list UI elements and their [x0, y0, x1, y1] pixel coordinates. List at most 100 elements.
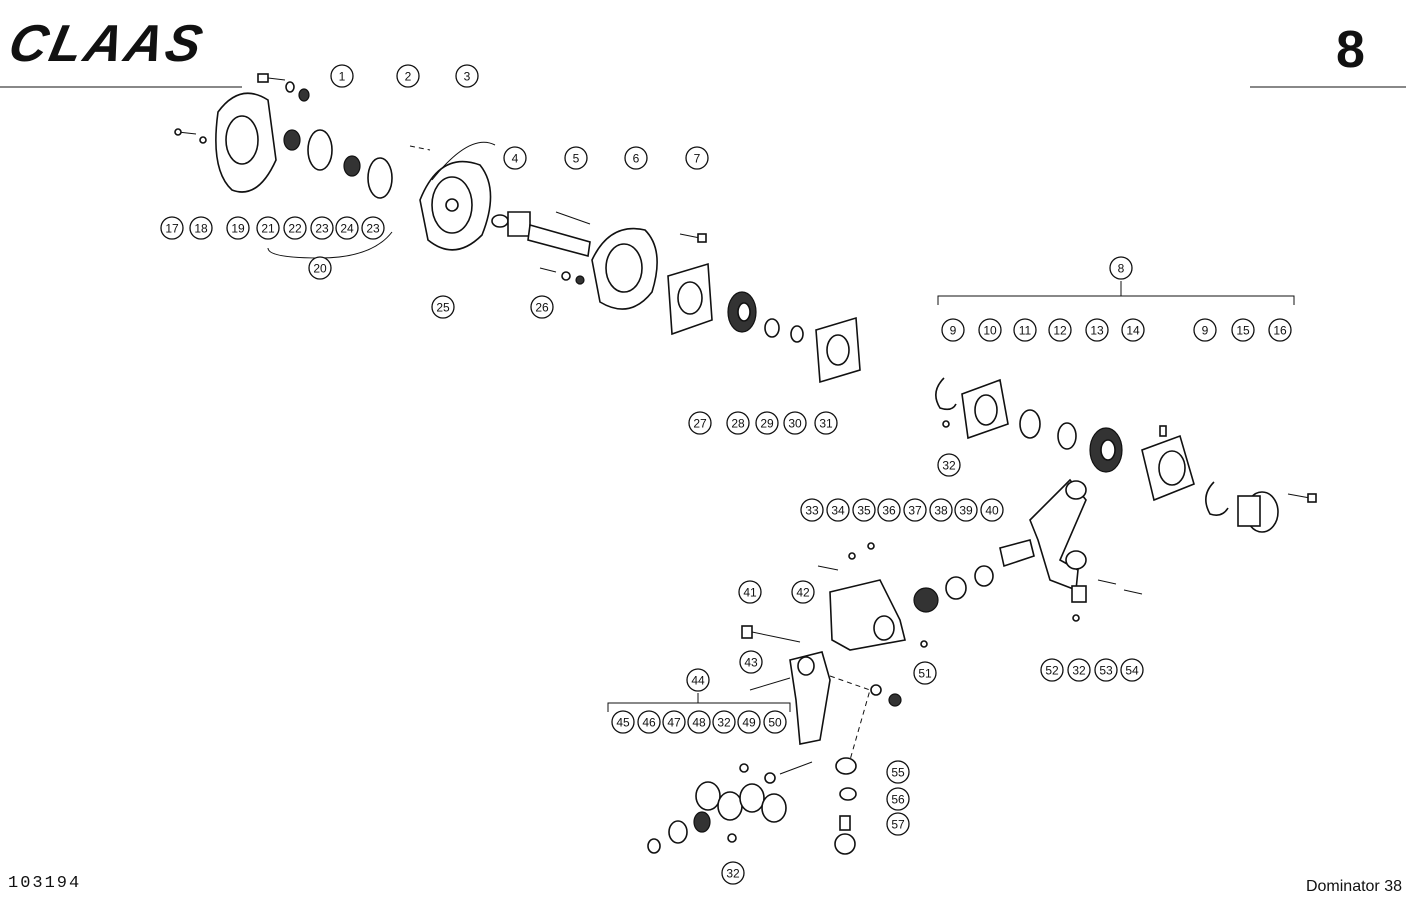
flange-23a [307, 129, 333, 171]
linkage-path [829, 675, 871, 761]
callout-30: 30 [783, 411, 807, 435]
grease-nipple-32a [942, 420, 950, 428]
svg-text:38: 38 [934, 504, 948, 518]
roller-46 [668, 820, 688, 844]
nut-35 [867, 542, 875, 550]
callout-54: 54 [1120, 658, 1144, 682]
callout-32: 32 [712, 710, 736, 734]
ball-joint-57 [834, 815, 856, 855]
svg-text:32: 32 [726, 867, 740, 881]
svg-text:43: 43 [744, 656, 758, 670]
svg-text:51: 51 [918, 667, 932, 681]
svg-text:20: 20 [313, 262, 327, 276]
callout-37: 37 [903, 498, 927, 522]
svg-text:47: 47 [667, 716, 681, 730]
svg-text:56: 56 [891, 793, 905, 807]
callout-29: 29 [755, 411, 779, 435]
callout-27: 27 [688, 411, 712, 435]
svg-text:35: 35 [857, 504, 871, 518]
bolt-33 [817, 565, 839, 571]
svg-text:12: 12 [1053, 324, 1067, 338]
washer-1 [285, 81, 295, 93]
svg-text:19: 19 [231, 222, 245, 236]
page-number: 8 [1336, 21, 1365, 79]
pin-53 [1097, 579, 1117, 585]
svg-text:18: 18 [194, 222, 208, 236]
ring-39 [974, 565, 994, 587]
ball-bearing-28 [727, 291, 757, 333]
washer-42 [870, 684, 882, 696]
callout-9: 9 [941, 318, 965, 342]
washer-56 [839, 787, 857, 801]
end-cap-15 [1237, 491, 1279, 533]
callout-2: 2 [396, 64, 420, 88]
callout-35: 35 [852, 498, 876, 522]
svg-text:57: 57 [891, 818, 905, 832]
callout-9: 9 [1193, 318, 1217, 342]
svg-text:33: 33 [805, 504, 819, 518]
svg-text:52: 52 [1045, 664, 1059, 678]
svg-text:55: 55 [891, 766, 905, 780]
svg-text:4: 4 [512, 152, 519, 166]
callout-36: 36 [877, 498, 901, 522]
crank-arm-40 [999, 478, 1087, 592]
svg-text:53: 53 [1099, 664, 1113, 678]
callout-19: 19 [226, 216, 250, 240]
callout-32: 32 [1067, 658, 1091, 682]
callout-22: 22 [283, 216, 307, 240]
callout-23: 23 [361, 216, 385, 240]
callout-16: 16 [1268, 318, 1292, 342]
circlip-30 [790, 325, 804, 343]
lever-42 [789, 651, 831, 745]
grease-nipple-32c [739, 763, 749, 773]
svg-text:13: 13 [1090, 324, 1104, 338]
bearing-housing-14 [1141, 425, 1195, 502]
flange-plate-10 [961, 378, 1009, 440]
callout-48: 48 [687, 710, 711, 734]
svg-text:40: 40 [985, 504, 999, 518]
svg-text:32: 32 [717, 716, 731, 730]
bolt-41 [741, 625, 801, 643]
nut-55 [835, 757, 857, 775]
svg-text:54: 54 [1125, 664, 1139, 678]
bracket-group-44 [607, 693, 791, 712]
hub-disc-6 [591, 227, 658, 310]
bushing-52 [1071, 585, 1087, 603]
callout-33: 33 [800, 498, 824, 522]
bearing-22 [283, 129, 301, 151]
callout-47: 47 [662, 710, 686, 734]
bolt-17 [174, 128, 197, 136]
model-name: Dominator 38 [1305, 878, 1402, 895]
svg-text:34: 34 [831, 504, 845, 518]
svg-text:41: 41 [743, 586, 757, 600]
callout-12: 12 [1048, 318, 1072, 342]
svg-text:8: 8 [1118, 262, 1125, 276]
svg-text:6: 6 [633, 152, 640, 166]
drive-shaft-4 [491, 211, 591, 258]
callout-20: 20 [308, 256, 332, 280]
bolt-26 [539, 267, 585, 285]
nut-1 [298, 88, 310, 102]
svg-text:49: 49 [742, 716, 756, 730]
svg-text:46: 46 [642, 716, 656, 730]
bolt-16 [1287, 493, 1317, 503]
svg-text:10: 10 [983, 324, 997, 338]
svg-text:23: 23 [366, 222, 380, 236]
circlip-9a [935, 377, 957, 411]
svg-text:17: 17 [165, 222, 179, 236]
svg-text:16: 16 [1273, 324, 1287, 338]
svg-text:25: 25 [436, 301, 450, 315]
arm-bracket-36 [829, 579, 906, 651]
callout-38: 38 [929, 498, 953, 522]
callout-57: 57 [886, 812, 910, 836]
bearing-housing-27 [667, 262, 713, 336]
bearing-13 [1089, 427, 1123, 473]
nut-42 [888, 693, 902, 707]
callout-41: 41 [738, 580, 762, 604]
washer-45 [647, 838, 661, 854]
svg-text:39: 39 [959, 504, 973, 518]
callout-31: 31 [814, 411, 838, 435]
callout-50: 50 [763, 710, 787, 734]
bolt-50 [779, 761, 813, 775]
